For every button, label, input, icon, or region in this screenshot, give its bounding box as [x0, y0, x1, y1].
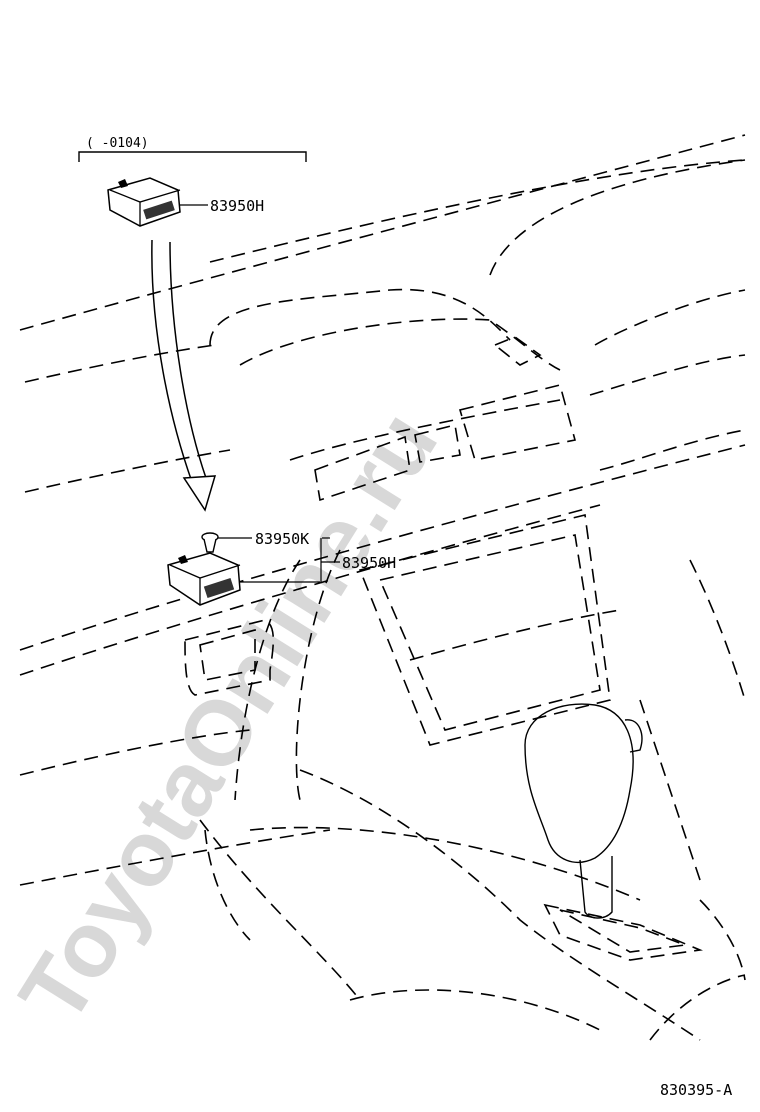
- callout-top-part: 83950H: [210, 197, 264, 215]
- top-switch-part: 83950H: [107, 177, 264, 227]
- bracket-label: ( -0104): [86, 136, 149, 151]
- callout-lower-part: 83950H: [342, 554, 396, 572]
- relocation-arrow: [151, 239, 217, 512]
- applicability-bracket: ( -0104): [78, 136, 307, 162]
- watermark: ToyotaOnline.ru: [0, 394, 457, 1040]
- watermark-text: ToyotaOnline.ru: [0, 394, 457, 1040]
- shift-knob: [524, 703, 643, 919]
- lower-switch-part: [167, 552, 320, 606]
- dashboard-outline: [19, 134, 746, 1041]
- callout-bracket: 83950H: [320, 537, 396, 582]
- clip-part: 83950K: [201, 530, 309, 575]
- figure-id: 830395-A: [660, 1081, 732, 1099]
- callout-clip: 83950K: [255, 530, 309, 548]
